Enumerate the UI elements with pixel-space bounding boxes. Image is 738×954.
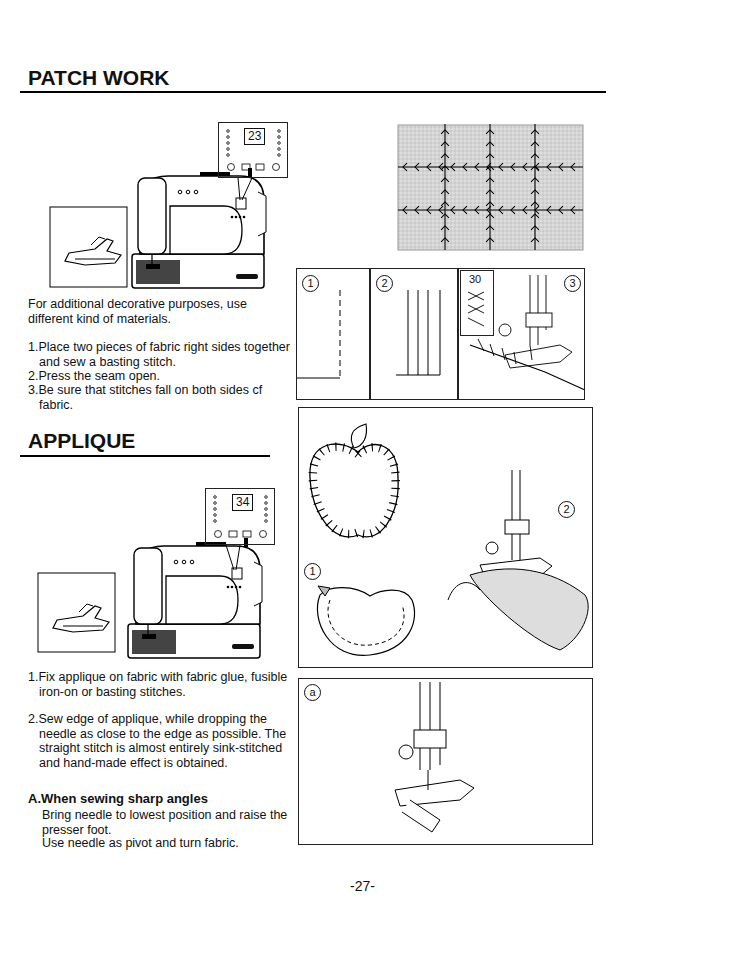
stitch-display: 23 <box>218 122 288 178</box>
step-text: 1.Fix applique on fabric with fabric glu… <box>28 670 290 699</box>
page-number: -27- <box>350 879 400 894</box>
step-text: 3.Be sure that stitches fall on both sid… <box>28 383 290 412</box>
body-text: For additional decorative purposes, use … <box>28 297 290 326</box>
body-text: Bring needle to lowest position and rais… <box>42 808 292 837</box>
callout-number: a <box>304 684 321 701</box>
step-text: 2.Sew edge of applique, while dropping t… <box>28 712 290 770</box>
body-text: Use needle as pivot and turn fabric. <box>42 836 292 851</box>
stitch-number: 23 <box>244 128 265 145</box>
callout-number: 3 <box>564 275 581 292</box>
callout-number: 1 <box>302 275 319 292</box>
stitch-number: 30 <box>469 273 481 285</box>
stitch-pattern-box: 30 <box>460 270 494 336</box>
step-panel: 2 <box>370 268 458 400</box>
page-heading: PATCH WORK <box>28 66 170 90</box>
callout-number: 1 <box>304 563 321 580</box>
callout-number: 2 <box>558 501 575 518</box>
callout-number: 2 <box>376 275 393 292</box>
sub-heading: A.When sewing sharp angles <box>28 792 290 807</box>
section-heading: APPLIQUE <box>28 429 268 453</box>
stitch-display: 34 <box>205 488 275 545</box>
illustration-panel: a <box>298 678 593 845</box>
step-text: 2.Press the seam open. <box>28 369 290 384</box>
step-panel: 3 30 <box>458 268 585 400</box>
illustration-panel: 21 <box>298 407 593 668</box>
step-text: 1.Place two pieces of fabric right sides… <box>28 340 290 369</box>
stitch-number: 34 <box>232 494 253 511</box>
step-panel: 1 <box>296 268 370 400</box>
